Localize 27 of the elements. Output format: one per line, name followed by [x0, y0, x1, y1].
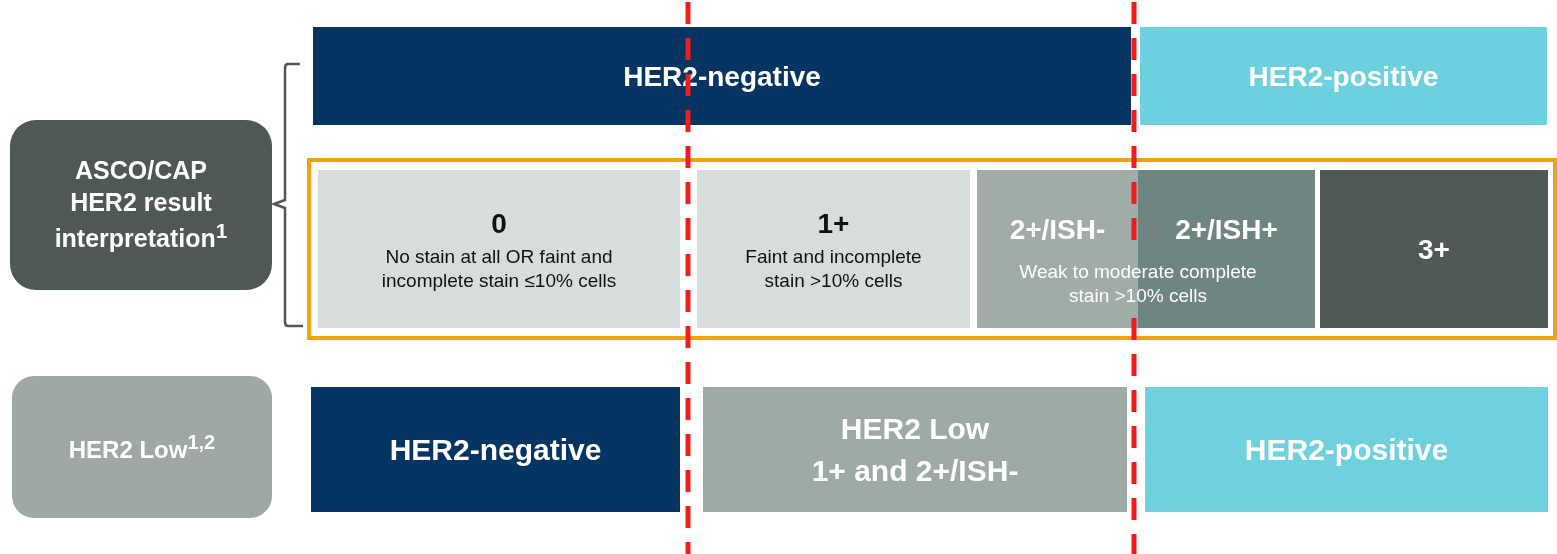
description-text: Weak to moderate complete stain >10% cells: [1018, 260, 1258, 308]
score-cell: [1320, 170, 1548, 328]
heading-text: 2+/ISH-: [1008, 212, 1107, 247]
score-cell: [318, 170, 680, 328]
heading-text: ASCO/CAP HER2 result interpretation$^{1}$: [53, 155, 229, 255]
heading-text: 3+: [1417, 232, 1451, 267]
score-label: 0: [490, 206, 508, 241]
highlight-frame: [307, 158, 1557, 340]
heading-text: HER2 Low$^{1,2}$: [67, 429, 217, 465]
category-box: [10, 120, 272, 290]
category-bar: [311, 387, 680, 512]
category-bar: [1140, 27, 1547, 125]
description-text: 1+ and 2+/ISH-: [810, 452, 1020, 489]
score-label: 1+: [816, 206, 851, 241]
heading-text: HER2 Low: [839, 411, 991, 447]
heading-text: HER2-negative: [622, 59, 822, 94]
category-box: [12, 376, 272, 518]
heading-text: HER2-negative: [388, 431, 603, 468]
category-bar: [1145, 387, 1548, 512]
heading-text: HER2-positive: [1247, 59, 1440, 94]
heading-text: HER2-positive: [1243, 431, 1450, 468]
category-bar: [313, 27, 1131, 125]
category-bar: [703, 387, 1127, 512]
heading-text: 2+/ISH+: [1174, 212, 1279, 247]
description-text: Faint and incomplete stain >10% cells: [744, 244, 923, 293]
description-text: No stain at all OR faint and incomplete stain ≤10% cells: [380, 244, 618, 293]
score-cell: [697, 170, 970, 328]
